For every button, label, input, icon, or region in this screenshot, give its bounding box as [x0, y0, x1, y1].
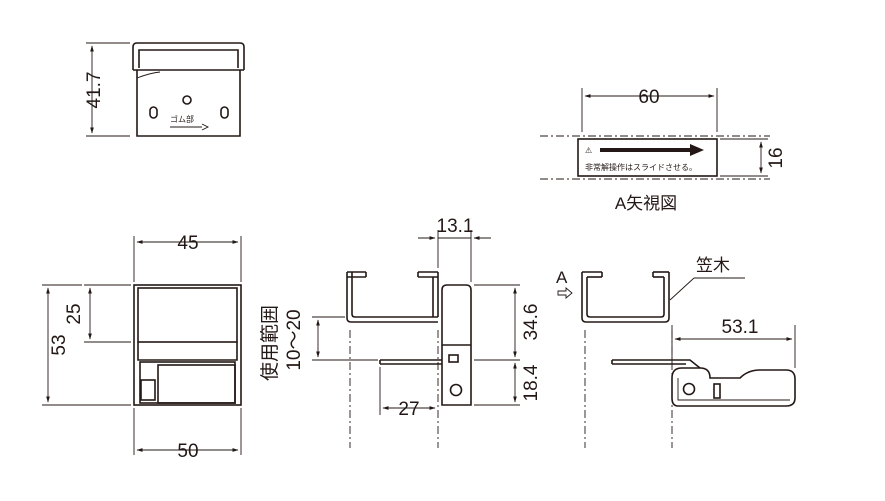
dim-side-top: 13.1	[437, 216, 474, 237]
dim-right-width: 53.1	[722, 317, 759, 338]
dim-side-width: 27	[398, 399, 419, 420]
dim-range-value: 10～20	[284, 309, 305, 370]
right-view: A 笠木 53.1	[556, 256, 796, 448]
dim-front-width: 45	[177, 233, 198, 254]
dim-side-upper: 34.6	[521, 304, 542, 341]
warning-text: 非常解操作はスライドさせる。	[585, 162, 697, 172]
dim-top-height: 41.7	[84, 72, 105, 109]
dim-front-base: 50	[177, 441, 198, 462]
dim-front-upper: 25	[64, 303, 85, 324]
dim-view-height: 16	[766, 147, 787, 168]
front-view: 45 25 53 50	[42, 233, 242, 462]
side-view: 13.1 使用範囲 10～20 34.6 18.4 27	[259, 216, 542, 448]
view-arrow-label: A	[556, 268, 568, 287]
dim-side-lower: 18.4	[521, 364, 542, 401]
warning-symbol: ⚠	[585, 146, 592, 155]
top-view: ゴム部 41.7	[84, 42, 245, 137]
rubber-part-label: ゴム部	[170, 114, 194, 124]
view-a: ⚠ 非常解操作はスライドさせる。 60 16 A矢視図	[540, 87, 787, 213]
view-a-caption: A矢視図	[615, 194, 677, 213]
dim-front-total: 53	[49, 334, 70, 355]
dim-view-width: 60	[638, 87, 659, 108]
dim-range-label: 使用範囲	[259, 305, 281, 381]
frame-member-label: 笠木	[696, 256, 730, 275]
